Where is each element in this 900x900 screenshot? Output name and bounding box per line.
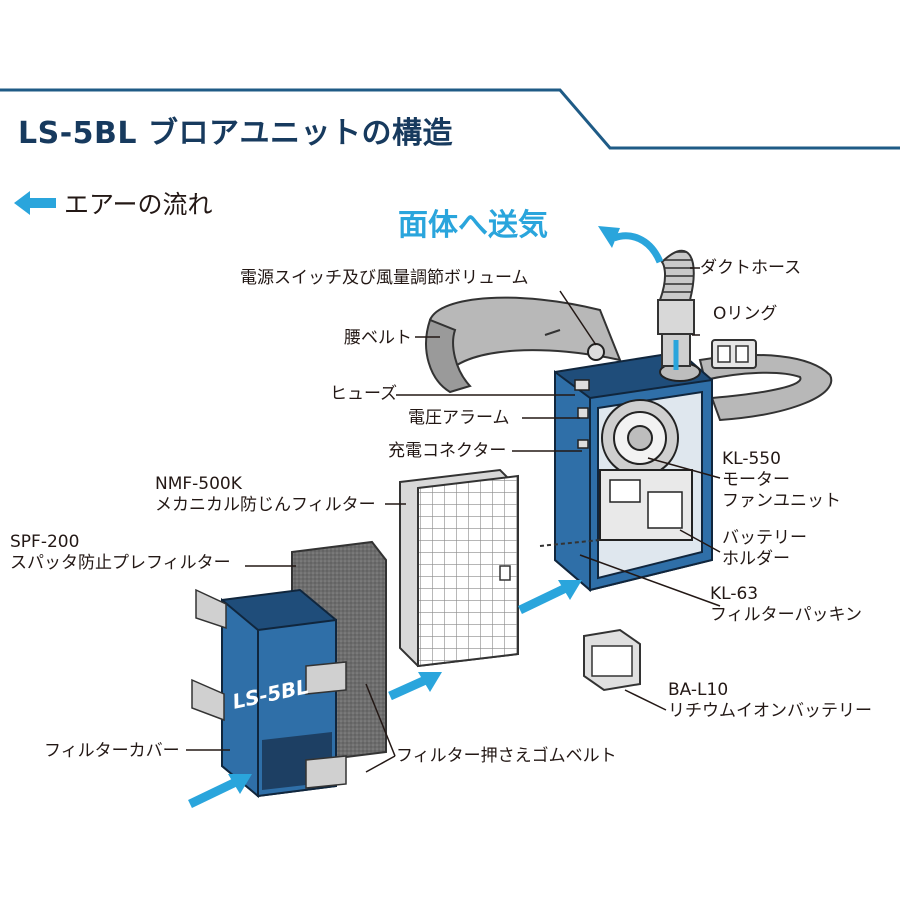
air-out-arrow-icon: [598, 226, 664, 264]
label-fan-unit-name-2: ファンユニット: [722, 491, 841, 511]
label-charge-connector: 充電コネクター: [388, 441, 507, 461]
air-arrow-icon: [388, 672, 442, 701]
legend-label: エアーの流れ: [64, 190, 213, 219]
air-flow-arrows: [188, 580, 582, 809]
blower-unit-illustration: [554, 343, 713, 593]
left-arrow-icon: [14, 191, 56, 215]
label-voltage-alarm: 電圧アラーム: [408, 408, 510, 428]
air-arrow-icon: [188, 774, 252, 809]
label-packing-name: フィルターパッキン: [710, 605, 862, 625]
label-filter-cover: フィルターカバー: [44, 741, 180, 761]
label-duct-hose: ダクトホース: [700, 258, 802, 278]
page-title: LS-5BL ブロアユニットの構造: [18, 116, 453, 151]
leader-lines: [186, 267, 721, 773]
label-spf-name: スパッタ防止プレフィルター: [10, 553, 231, 573]
filter-packing-illustration: [539, 539, 601, 547]
label-battery-holder-1: バッテリー: [722, 528, 807, 548]
label-spf-model: SPF-200: [10, 532, 80, 552]
label-packing-model: KL-63: [710, 584, 759, 604]
label-filter-packing: KL-63 フィルターパッキン: [710, 584, 862, 626]
label-fan-unit-model: KL-550: [722, 449, 781, 469]
mechanical-filter-illustration: [399, 468, 519, 668]
label-power-switch: 電源スイッチ及び風量調節ボリューム: [240, 268, 529, 288]
label-battery-name: リチウムイオンバッテリー: [668, 701, 872, 721]
filter-cover-illustration: [191, 588, 347, 799]
label-battery-model: BA-L10: [668, 680, 729, 700]
legend: エアーの流れ: [14, 186, 213, 220]
label-waist-belt: 腰ベルト: [344, 328, 412, 348]
label-prefilter: SPF-200 スパッタ防止プレフィルター: [10, 532, 231, 574]
label-mechanical-filter: NMF-500K メカニカル防じんフィルター: [155, 474, 376, 516]
label-nmf-model: NMF-500K: [155, 474, 242, 494]
battery-illustration: [583, 628, 641, 692]
label-battery-holder-2: ホルダー: [722, 549, 790, 569]
label-fan-unit-name-1: モーター: [722, 470, 790, 490]
label-o-ring: Oリング: [713, 304, 778, 324]
header-rule: [0, 88, 900, 150]
label-battery-holder: バッテリー ホルダー: [722, 528, 807, 570]
air-arrow-icon: [518, 580, 582, 615]
label-nmf-name: メカニカル防じんフィルター: [155, 495, 376, 515]
label-fuse: ヒューズ: [330, 384, 398, 404]
duct-hose-illustration: [657, 249, 695, 370]
air-out-label: 面体へ送気: [398, 208, 548, 243]
label-fan-unit: KL-550 モーター ファンユニット: [722, 449, 841, 512]
label-rubber-belt: フィルター押さえゴムベルト: [396, 746, 617, 766]
label-battery: BA-L10 リチウムイオンバッテリー: [668, 680, 872, 722]
waist-belt-illustration: [425, 296, 833, 422]
